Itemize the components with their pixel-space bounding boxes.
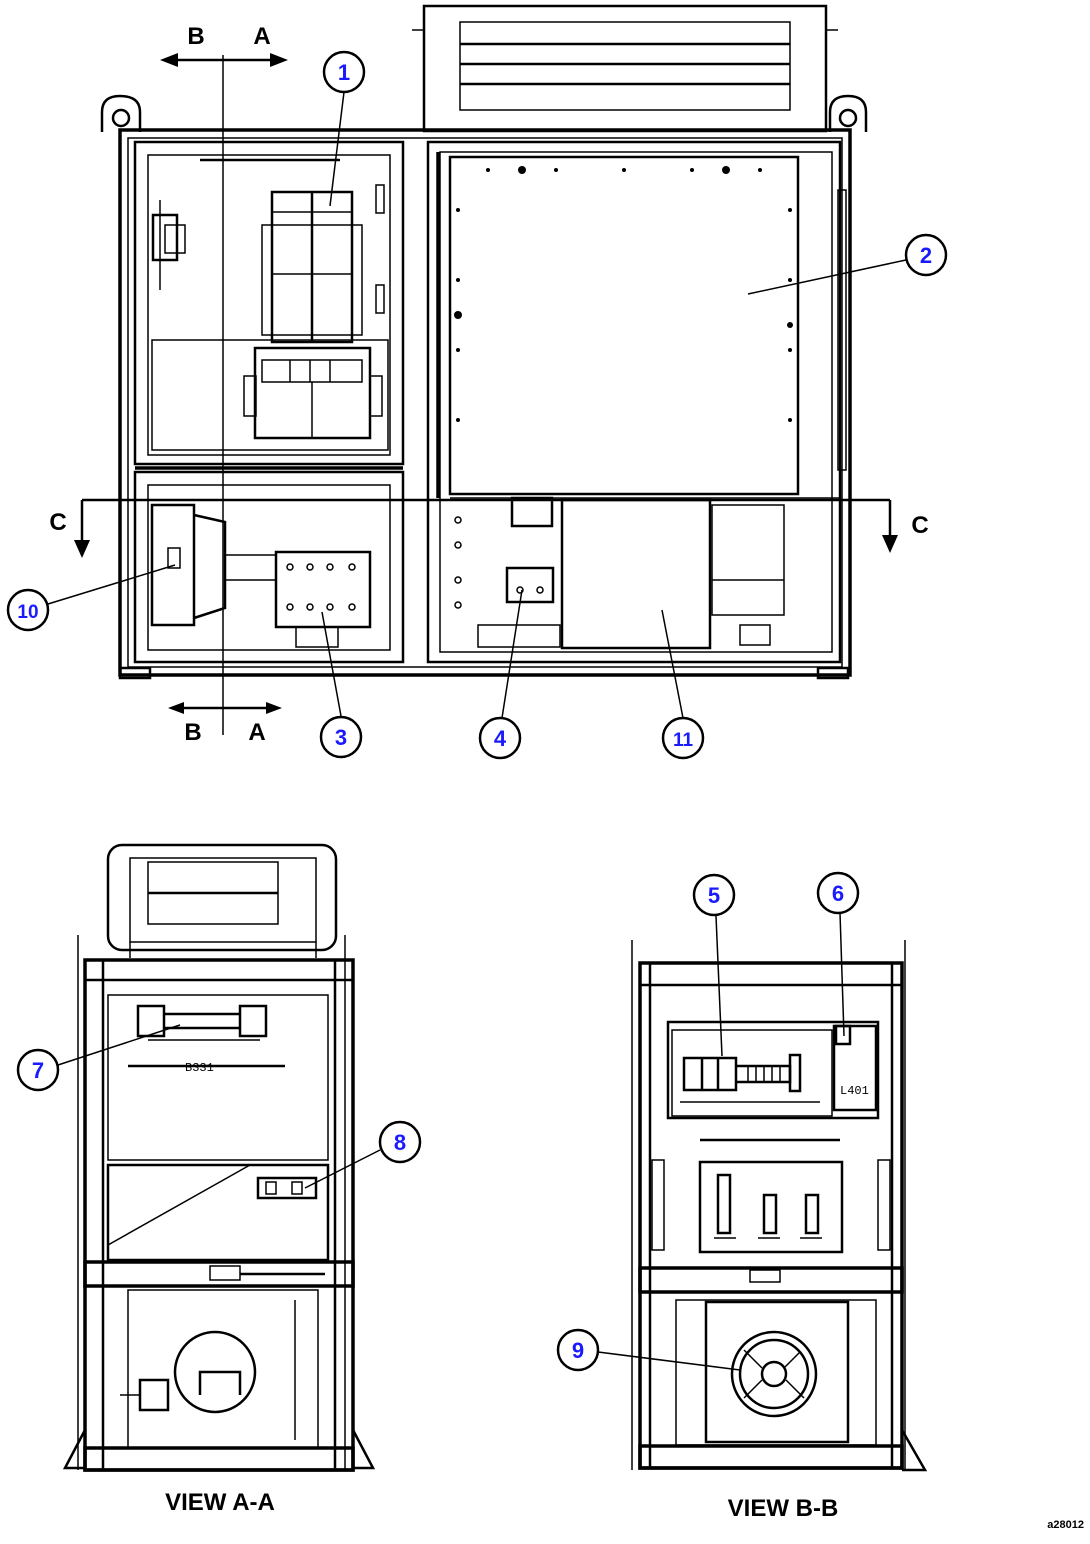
callout-3: 3 <box>319 715 363 759</box>
component-8-switch <box>256 1176 318 1200</box>
view-a-label: VIEW A-A <box>165 1489 275 1516</box>
view-b-label: VIEW B-B <box>728 1495 839 1522</box>
callout-4: 4 <box>478 716 522 760</box>
svg-text:6: 6 <box>832 881 844 906</box>
lifting-eye-left <box>100 94 142 132</box>
callout-7: 7 <box>16 1048 60 1092</box>
component-10-filter <box>150 503 275 627</box>
lifting-eye-right <box>828 94 868 132</box>
section-letter-b-bottom: B <box>184 719 201 746</box>
component-1-contactor <box>151 190 389 451</box>
roof-vent <box>412 4 838 133</box>
component-2-cover-panel <box>448 155 800 496</box>
callout-2: 2 <box>904 233 948 277</box>
callout-8: 8 <box>378 1120 422 1164</box>
svg-text:7: 7 <box>32 1058 44 1083</box>
heater-unit <box>120 1330 257 1414</box>
section-letter-a-bottom: A <box>248 719 265 746</box>
callout-11: 11 <box>661 716 705 760</box>
callout-10: 10 <box>6 588 50 632</box>
callout-1: 1 <box>322 50 366 94</box>
section-letter-c-right: C <box>911 512 928 539</box>
svg-text:11: 11 <box>673 730 694 751</box>
view-b-b: L401 VIEW B-B <box>631 940 928 1522</box>
svg-text:10: 10 <box>17 602 38 623</box>
svg-text:1: 1 <box>338 60 350 85</box>
component-5-contactor <box>671 1029 833 1117</box>
panel-label-b331: B331 <box>185 1061 214 1075</box>
component-11-controller <box>560 498 785 650</box>
svg-text:2: 2 <box>920 243 932 268</box>
left-breaker <box>151 184 385 314</box>
svg-text:9: 9 <box>572 1338 584 1363</box>
callout-5: 5 <box>692 873 736 917</box>
reference-code: a28012 <box>1047 1519 1084 1531</box>
component-4-relay <box>477 496 561 648</box>
middle-switches <box>714 1173 822 1239</box>
section-letter-c-left: C <box>49 509 66 536</box>
leader-lines <box>47 91 907 1371</box>
svg-text:8: 8 <box>394 1130 406 1155</box>
component-7-bracket <box>136 1004 268 1041</box>
callout-9: 9 <box>556 1328 600 1372</box>
svg-text:5: 5 <box>708 883 720 908</box>
section-letter-b-top: B <box>187 23 204 50</box>
section-line-c <box>74 498 898 558</box>
svg-text:4: 4 <box>494 726 507 751</box>
front-view: B A B A C C <box>49 4 929 746</box>
section-letter-a-top: A <box>253 23 270 50</box>
panel-label-l401: L401 <box>840 1084 869 1098</box>
component-6-plate: L401 <box>832 1024 878 1112</box>
callout-6: 6 <box>816 871 860 915</box>
component-9-fan <box>730 1330 818 1418</box>
view-a-a: B331 VIEW A-A <box>62 843 376 1516</box>
svg-text:3: 3 <box>335 725 347 750</box>
section-line-a-b <box>160 53 288 735</box>
component-3-terminal-block <box>274 550 372 648</box>
